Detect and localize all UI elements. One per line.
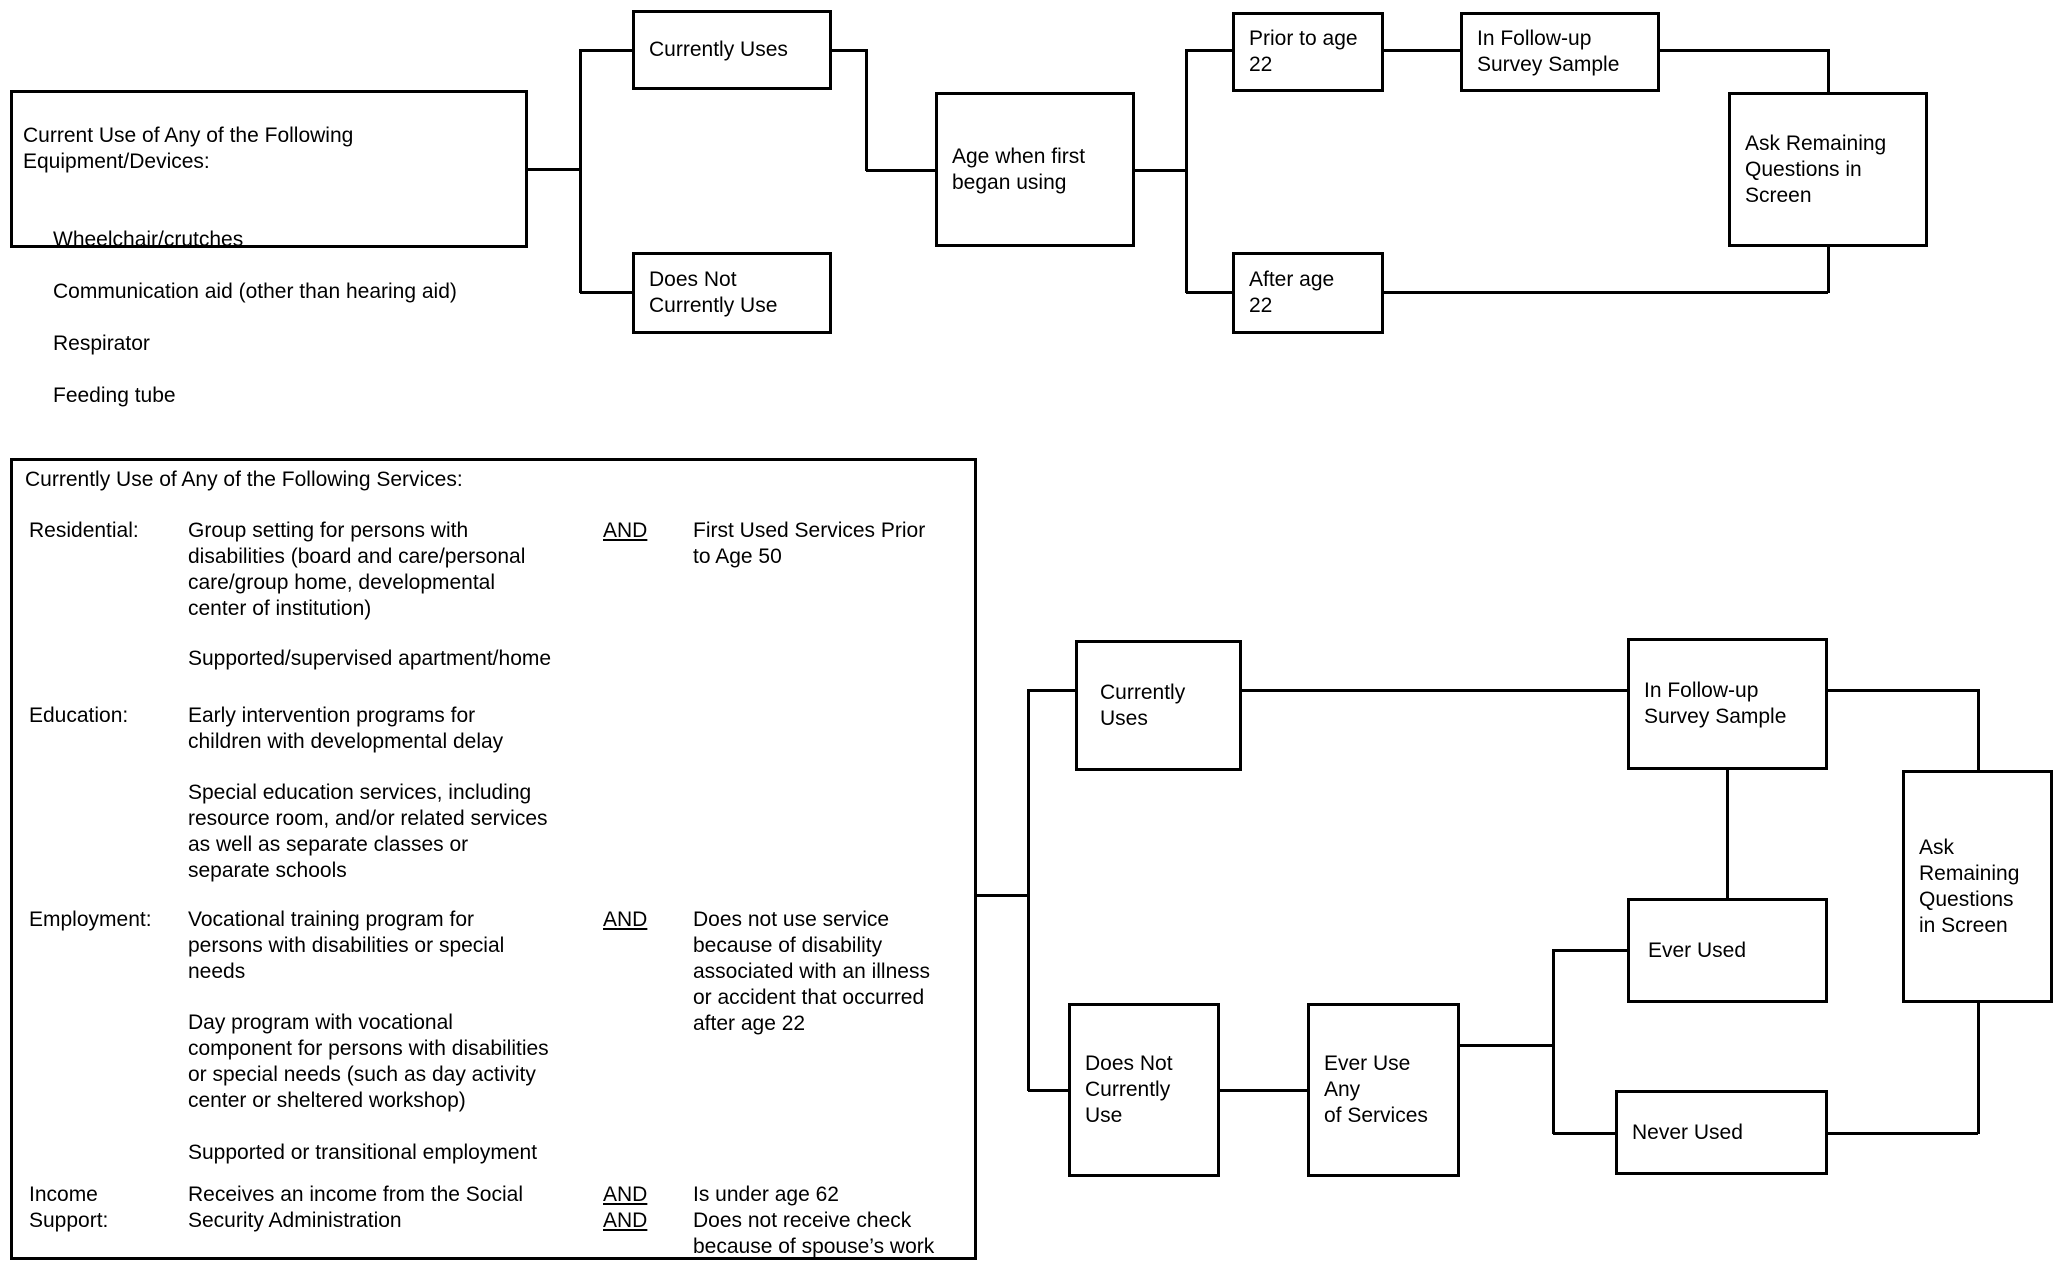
education-desc-2: Special education services, including re… bbox=[188, 781, 548, 882]
employment-condition: Does not use service because of disabili… bbox=[693, 908, 930, 1035]
connector-line bbox=[1553, 1132, 1615, 1135]
connector-line bbox=[580, 49, 632, 52]
equipment-devices-box: Current Use of Any of the Following Equi… bbox=[10, 90, 528, 407]
ask-remaining-box-top: Ask Remaining Questions in Screen bbox=[1728, 92, 1928, 247]
equipment-item: Wheelchair/crutches bbox=[53, 228, 244, 251]
equipment-item: Respirator bbox=[53, 332, 150, 355]
connector-line bbox=[1028, 1089, 1068, 1092]
equipment-devices-title: Current Use of Any of the Following Equi… bbox=[23, 124, 354, 173]
income-support-label: Income Support: bbox=[29, 1183, 109, 1232]
and-connector: AND bbox=[603, 1183, 648, 1206]
equipment-item: Communication aid (other than hearing ai… bbox=[53, 280, 457, 303]
connector-line bbox=[1186, 49, 1232, 52]
connector-line bbox=[1185, 49, 1188, 293]
connector-line bbox=[1553, 949, 1627, 952]
connector-line bbox=[580, 291, 632, 294]
in-followup-box-bottom: In Follow-up Survey Sample bbox=[1627, 638, 1828, 770]
services-box: Currently Use of Any of the Following Se… bbox=[10, 458, 977, 1260]
connector-line bbox=[579, 49, 582, 293]
residential-label: Residential: bbox=[29, 519, 139, 542]
equipment-devices-list: Wheelchair/crutches Communication aid (o… bbox=[53, 201, 519, 435]
connector-line bbox=[1242, 689, 1627, 692]
connector-line bbox=[977, 894, 1028, 897]
employment-desc: Vocational training program for persons … bbox=[188, 908, 505, 983]
connector-line bbox=[832, 49, 866, 52]
income-support-desc: Receives an income from the Social Secur… bbox=[188, 1183, 523, 1232]
residential-desc-2: Supported/supervised apartment/home bbox=[188, 647, 552, 670]
services-title: Currently Use of Any of the Following Se… bbox=[25, 468, 463, 491]
income-condition-2: Does not receive check because of spouse… bbox=[693, 1209, 935, 1258]
prior-to-age-22-box: Prior to age 22 bbox=[1232, 12, 1384, 92]
equipment-item: Feeding tube bbox=[53, 384, 176, 407]
connector-line bbox=[528, 168, 580, 171]
and-connector: AND bbox=[603, 1209, 648, 1232]
currently-uses-box-top: Currently Uses bbox=[632, 10, 832, 90]
connector-line bbox=[1726, 769, 1729, 899]
does-not-currently-use-box-top: Does Not Currently Use bbox=[632, 252, 832, 334]
connector-line bbox=[866, 169, 935, 172]
age-first-began-box: Age when first began using bbox=[935, 92, 1135, 247]
connector-line bbox=[1828, 1132, 1978, 1135]
income-condition-1: Is under age 62 bbox=[693, 1183, 839, 1206]
in-followup-box-top: In Follow-up Survey Sample bbox=[1460, 12, 1660, 92]
ever-use-any-services-box: Ever Use Any of Services bbox=[1307, 1003, 1460, 1177]
residential-condition: First Used Services Prior to Age 50 bbox=[693, 519, 926, 568]
education-label: Education: bbox=[29, 704, 129, 727]
connector-line bbox=[865, 49, 868, 171]
connector-line bbox=[1220, 1089, 1307, 1092]
connector-line bbox=[1028, 689, 1075, 692]
connector-line bbox=[1384, 49, 1460, 52]
never-used-box: Never Used bbox=[1615, 1090, 1828, 1175]
ask-remaining-box-bottom: Ask Remaining Questions in Screen bbox=[1902, 770, 2053, 1003]
connector-line bbox=[1660, 49, 1828, 52]
does-not-currently-use-box-bottom: Does Not Currently Use bbox=[1068, 1003, 1220, 1177]
connector-line bbox=[1027, 689, 1030, 1091]
ever-used-box: Ever Used bbox=[1627, 898, 1828, 1003]
connector-line bbox=[1827, 49, 1830, 93]
connector-line bbox=[1977, 1002, 1980, 1134]
residential-desc: Group setting for persons with disabilit… bbox=[188, 519, 526, 620]
connector-line bbox=[1827, 245, 1830, 293]
and-connector: AND bbox=[603, 908, 648, 931]
employment-desc-2: Day program with vocational component fo… bbox=[188, 1011, 549, 1112]
employment-label: Employment: bbox=[29, 908, 152, 931]
employment-desc-3: Supported or transitional employment bbox=[188, 1141, 538, 1164]
connector-line bbox=[1828, 689, 1978, 692]
connector-line bbox=[1977, 689, 1980, 771]
connector-line bbox=[1135, 169, 1186, 172]
currently-uses-box-bottom: Currently Uses bbox=[1075, 640, 1242, 771]
connector-line bbox=[1460, 1044, 1553, 1047]
connector-line bbox=[1186, 291, 1232, 294]
connector-line bbox=[1384, 291, 1828, 294]
and-connector: AND bbox=[603, 519, 648, 542]
connector-line bbox=[1552, 949, 1555, 1134]
after-age-22-box: After age 22 bbox=[1232, 252, 1384, 334]
education-desc: Early intervention programs for children… bbox=[188, 704, 504, 753]
